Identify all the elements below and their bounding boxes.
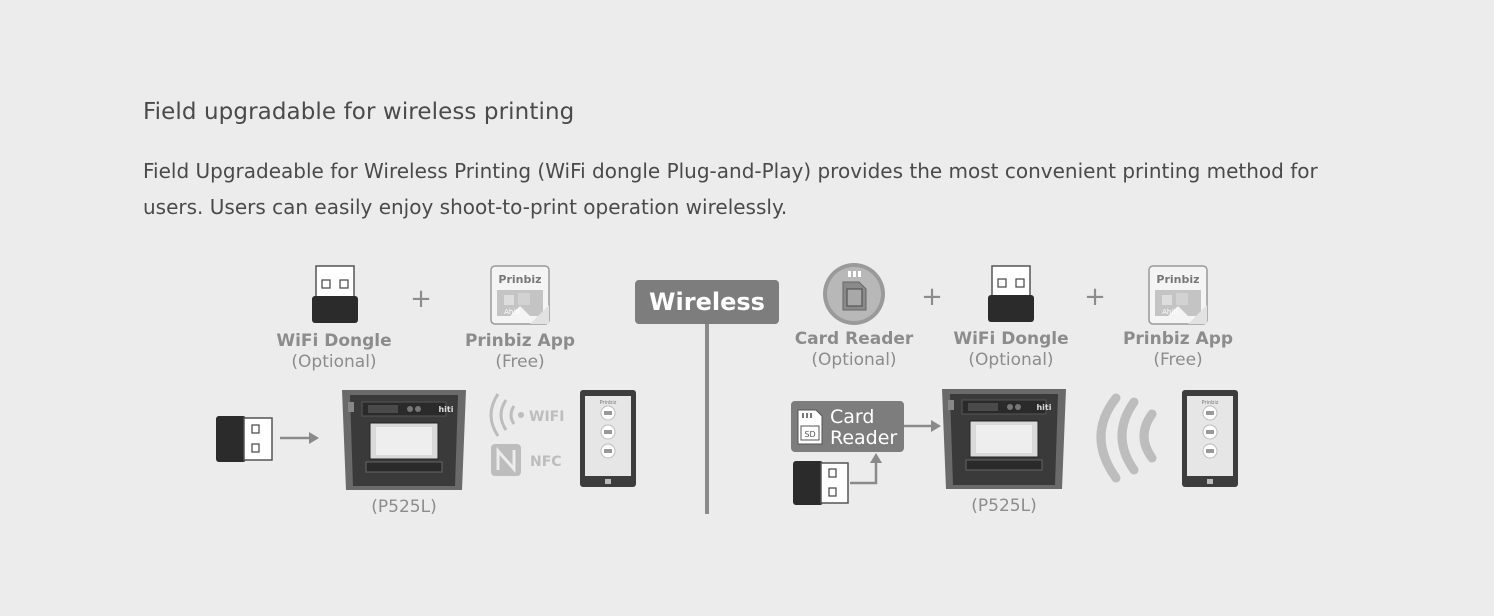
right-tablet-icon: Prinbiz: [1182, 390, 1238, 487]
card-reader-box-line1: Card: [830, 406, 874, 428]
right-wifi-waves-icon: [1096, 393, 1157, 483]
svg-text:SD: SD: [804, 430, 815, 439]
svg-text:Ahiti: Ahiti: [1162, 308, 1178, 316]
left-usb-dongle-icon: [216, 416, 273, 462]
reader-to-printer-arrow: [904, 420, 941, 432]
left-printer-model: (P525L): [371, 497, 436, 517]
right-plus-sign-2: +: [1084, 282, 1106, 312]
left-dongle-name: WiFi Dongle: [276, 331, 391, 351]
left-printer-icon: hiti: [342, 390, 466, 490]
right-usb-dongle-icon: [793, 461, 849, 505]
svg-text:Ahiti: Ahiti: [504, 308, 520, 316]
right-wifi-dongle-icon: [988, 265, 1034, 322]
card-reader-box-line2: Reader: [830, 427, 897, 449]
svg-text:Prinbiz: Prinbiz: [1202, 400, 1219, 406]
svg-text:Prinbiz: Prinbiz: [498, 273, 541, 286]
right-reader-name: Card Reader: [795, 329, 914, 349]
right-printer-icon: hiti: [942, 389, 1066, 489]
left-arrow-icon: [280, 432, 319, 444]
right-printer-model: (P525L): [971, 496, 1036, 516]
left-app-note: (Free): [495, 352, 544, 372]
svg-text:Prinbiz: Prinbiz: [600, 400, 617, 406]
left-dongle-note: (Optional): [291, 352, 376, 372]
center-divider-line: [705, 324, 709, 514]
right-dongle-note: (Optional): [968, 350, 1053, 370]
wireless-label: Wireless: [649, 288, 765, 316]
right-app-note: (Free): [1153, 350, 1202, 370]
left-nfc-text: NFC: [530, 454, 562, 470]
left-wifi-text: WIFI: [529, 409, 564, 425]
right-prinbiz-app-icon: Prinbiz Ahiti: [1148, 265, 1208, 325]
left-app-name: Prinbiz App: [465, 331, 575, 351]
left-prinbiz-app-icon: Prinbiz Ahiti: [490, 265, 550, 325]
left-plus-sign: +: [410, 284, 432, 314]
left-tablet-icon: Prinbiz: [580, 390, 636, 487]
right-reader-note: (Optional): [811, 350, 896, 370]
section-title: Field upgradable for wireless printing: [143, 99, 575, 125]
left-wifi-icon: [489, 393, 524, 437]
card-reader-icon: [823, 263, 885, 325]
left-nfc-icon: [491, 444, 521, 476]
right-dongle-name: WiFi Dongle: [953, 329, 1068, 349]
svg-text:Prinbiz: Prinbiz: [1156, 273, 1199, 286]
svg-text:hiti: hiti: [438, 405, 453, 414]
section-description: Field Upgradeable for Wireless Printing …: [143, 159, 1318, 219]
wifi-dongle-icon: [312, 265, 358, 323]
right-app-name: Prinbiz App: [1123, 329, 1233, 349]
card-reader-box: SD Card Reader: [791, 401, 904, 452]
svg-text:hiti: hiti: [1036, 403, 1051, 412]
wireless-badge: Wireless: [635, 280, 779, 324]
right-plus-sign-1: +: [921, 282, 943, 312]
dongle-to-reader-arrow: [850, 453, 882, 485]
